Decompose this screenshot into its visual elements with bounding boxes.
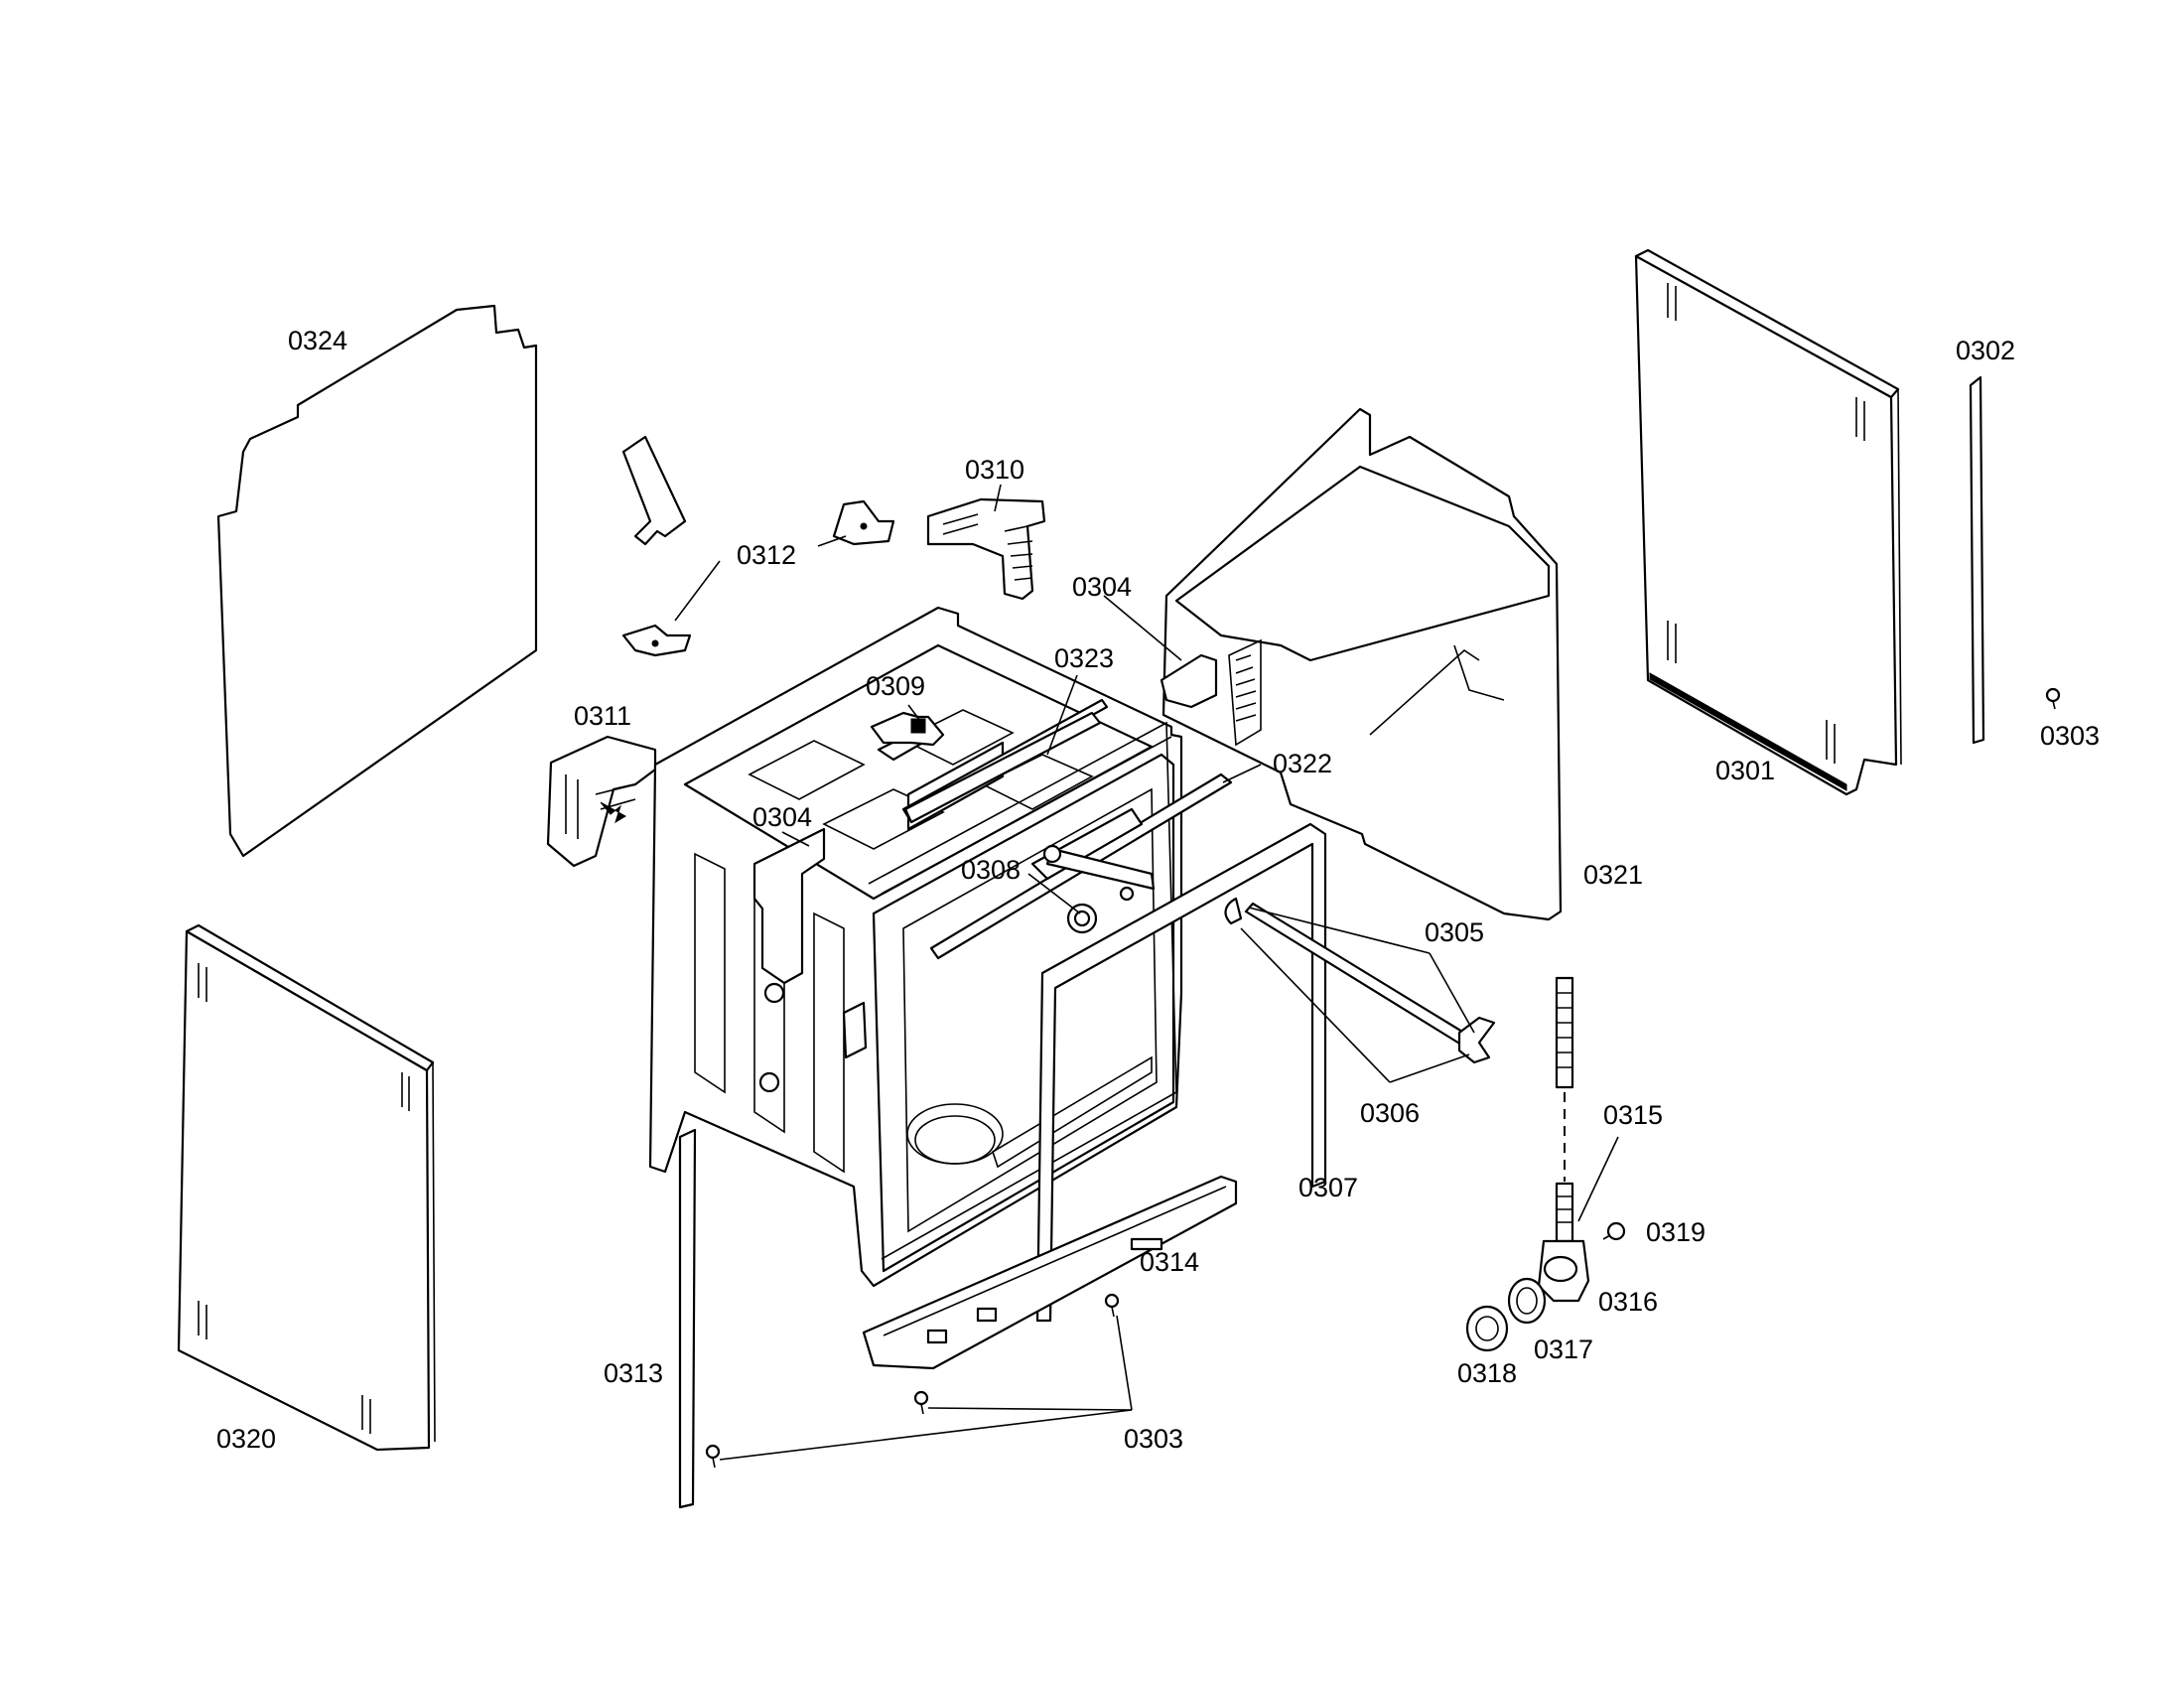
- callout-0303-right: 0303: [2040, 721, 2100, 751]
- callout-0324: 0324: [288, 326, 347, 355]
- callout-0309: 0309: [866, 671, 925, 701]
- callout-0312: 0312: [737, 540, 796, 570]
- callout-0316: 0316: [1598, 1287, 1658, 1317]
- callout-0318: 0318: [1457, 1358, 1517, 1388]
- callout-0304-right: 0304: [1072, 572, 1132, 602]
- callout-0304-left: 0304: [752, 802, 812, 832]
- callout-labels: 0324 0312 0310 0311 0309 0323 0304 0304 …: [216, 326, 2100, 1454]
- part-0303-screws: [705, 687, 2061, 1469]
- callout-0322: 0322: [1273, 749, 1332, 778]
- part-0310-bracket: [926, 497, 1046, 601]
- callout-0323: 0323: [1054, 643, 1114, 673]
- callout-0305: 0305: [1425, 917, 1484, 947]
- callout-0317: 0317: [1534, 1334, 1593, 1364]
- part-0313-seal-strip: [678, 1128, 697, 1509]
- leader-lines: [674, 484, 1619, 1461]
- callout-0307: 0307: [1298, 1173, 1358, 1202]
- part-0320-side-panel: [177, 923, 436, 1452]
- part-0319-screw: [1602, 1221, 1626, 1241]
- callout-0313: 0313: [604, 1358, 663, 1388]
- part-0312-brackets: [621, 435, 895, 657]
- part-0324-insulation-panel: [216, 304, 538, 858]
- callout-0314: 0314: [1140, 1247, 1199, 1277]
- callout-0303-bottom: 0303: [1124, 1424, 1183, 1454]
- callout-0321: 0321: [1583, 860, 1643, 890]
- part-0304-bracket-right: [1160, 653, 1218, 709]
- part-0321-rear-panel: [1161, 407, 1563, 921]
- part-0309-clip: [870, 711, 945, 747]
- part-0322-bar: [929, 772, 1233, 960]
- part-0307-rail: [1035, 822, 1327, 1323]
- part-0315-threaded-rod: [1555, 976, 1574, 1243]
- part-0301-side-panel: [1634, 248, 1902, 796]
- part-0316-valve: [1537, 1239, 1590, 1303]
- callout-0319: 0319: [1646, 1217, 1706, 1247]
- callout-0320: 0320: [216, 1424, 276, 1454]
- callout-0301: 0301: [1715, 756, 1775, 785]
- part-0318-foot: [1465, 1305, 1509, 1352]
- callout-0308: 0308: [961, 855, 1021, 885]
- part-0314-plate: [862, 1175, 1238, 1370]
- callout-0315: 0315: [1603, 1100, 1663, 1130]
- callout-0302: 0302: [1956, 336, 2015, 365]
- part-0317-ring: [1507, 1277, 1547, 1325]
- part-0323-strip: [903, 711, 1102, 824]
- part-0305-hinge-rod: [1224, 897, 1496, 1064]
- callout-0310: 0310: [965, 455, 1024, 485]
- callout-0306: 0306: [1360, 1098, 1420, 1128]
- part-0302-strip: [1969, 375, 1985, 745]
- callout-0311: 0311: [574, 701, 631, 731]
- part-0311-bracket: [546, 735, 657, 868]
